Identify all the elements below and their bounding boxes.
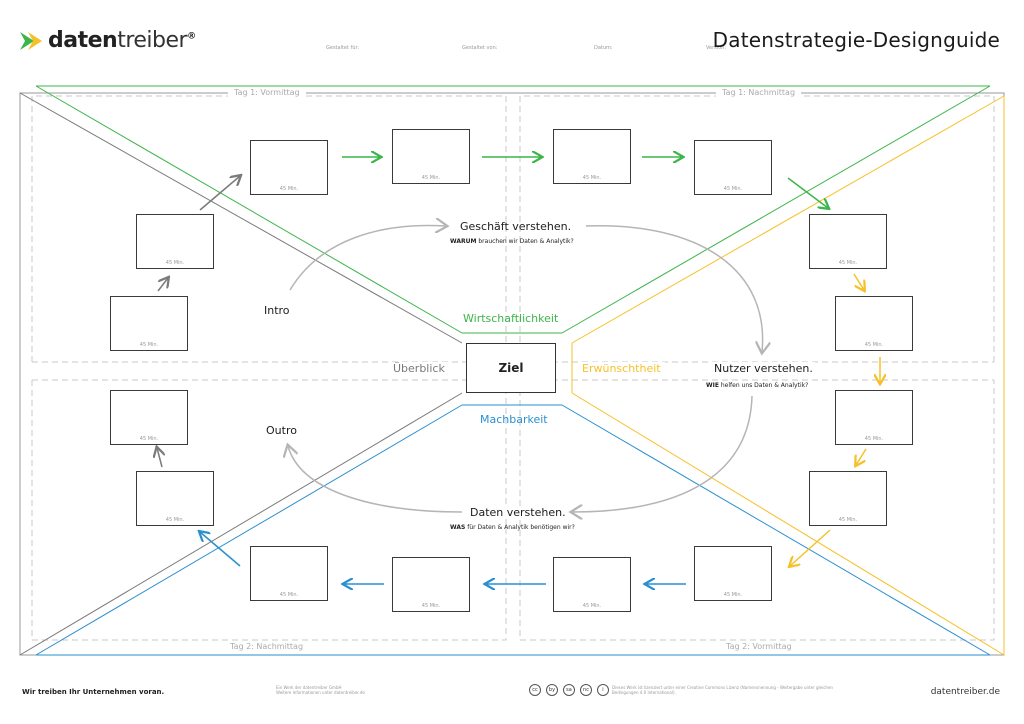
footer-slogan: Wir treiben Ihr Unternehmen voran. bbox=[22, 688, 165, 696]
session-duration: 45 Min. bbox=[723, 592, 743, 598]
brand-registered: ® bbox=[187, 31, 196, 42]
session-duration: 45 Min. bbox=[139, 436, 159, 442]
cc-by-icon: by bbox=[546, 684, 558, 696]
business-keyword: WARUM bbox=[450, 238, 477, 245]
goal-box[interactable]: Ziel bbox=[466, 343, 556, 393]
session-box[interactable]: 45 Min. bbox=[110, 390, 188, 445]
session-duration: 45 Min. bbox=[421, 603, 441, 609]
session-box[interactable]: 45 Min. bbox=[694, 546, 772, 601]
users-question: WIE helfen uns Daten & Analytik? bbox=[706, 382, 809, 389]
brand-suffix: treiber bbox=[117, 28, 188, 53]
session-duration: 45 Min. bbox=[723, 186, 743, 192]
footer-license: Dieses Werk ist lizenziert unter einer C… bbox=[612, 685, 833, 695]
session-box[interactable]: 45 Min. bbox=[553, 557, 631, 612]
feasibility-lines bbox=[35, 404, 991, 656]
meta-designed-for: Gestaltet für: bbox=[326, 45, 360, 51]
session-box[interactable]: 45 Min. bbox=[250, 140, 328, 195]
page-title: Datenstrategie-Designguide bbox=[712, 28, 1000, 52]
economy-lines bbox=[35, 85, 991, 334]
data-keyword: WAS bbox=[450, 524, 466, 531]
business-title: Geschäft verstehen. bbox=[460, 220, 572, 233]
session-duration: 45 Min. bbox=[864, 436, 884, 442]
footer-publisher-line: Ein Werk der datentreiber GmbH bbox=[276, 685, 342, 690]
tag-day1-morning: Tag 1: Vormittag bbox=[228, 88, 306, 97]
tag-day2-afternoon: Tag 2: Nachmittag bbox=[224, 642, 310, 651]
brand-prefix: daten bbox=[48, 28, 118, 53]
meta-designed-by: Gestaltet von: bbox=[462, 45, 498, 51]
session-duration: 45 Min. bbox=[838, 517, 858, 523]
data-question: WAS für Daten & Analytik benötigen wir? bbox=[450, 524, 575, 531]
goal-label: Ziel bbox=[498, 361, 524, 375]
users-question-text: helfen uns Daten & Analytik? bbox=[718, 382, 809, 389]
users-keyword: WIE bbox=[706, 382, 719, 389]
tag-day2-morning: Tag 2: Vormittag bbox=[720, 642, 798, 651]
footer-website-link[interactable]: datentreiber.de bbox=[930, 687, 1000, 697]
brand-logo[interactable]: datentreiber® bbox=[20, 28, 196, 53]
session-duration: 45 Min. bbox=[139, 342, 159, 348]
session-box[interactable]: 45 Min. bbox=[835, 390, 913, 445]
session-box[interactable]: 45 Min. bbox=[110, 296, 188, 351]
cc-sa-icon: sa bbox=[563, 684, 575, 696]
desirability-lines bbox=[571, 95, 1005, 656]
users-title: Nutzer verstehen. bbox=[712, 362, 815, 375]
flow-arrows bbox=[157, 157, 880, 584]
session-duration: 45 Min. bbox=[165, 517, 185, 523]
business-question-text: brauchen wir Daten & Analytik? bbox=[476, 238, 574, 245]
brand-mark-icon bbox=[20, 31, 42, 50]
session-box[interactable]: 45 Min. bbox=[835, 296, 913, 351]
session-duration: 45 Min. bbox=[582, 175, 602, 181]
session-duration: 45 Min. bbox=[165, 260, 185, 266]
info-icon: i bbox=[597, 684, 609, 696]
session-box[interactable]: 45 Min. bbox=[809, 471, 887, 526]
cycle-arrows bbox=[288, 225, 763, 512]
overview-lines bbox=[19, 92, 463, 656]
session-duration: 45 Min. bbox=[279, 592, 299, 598]
desirability-label: Erwünschtheit bbox=[578, 362, 665, 375]
data-question-text: für Daten & Analytik benötigen wir? bbox=[465, 524, 575, 531]
session-box[interactable]: 45 Min. bbox=[392, 129, 470, 184]
tag-day1-afternoon: Tag 1: Nachmittag bbox=[716, 88, 802, 97]
intro-label: Intro bbox=[264, 304, 290, 317]
economy-label: Wirtschaftlichkeit bbox=[463, 312, 559, 325]
brand-name: datentreiber® bbox=[48, 28, 196, 53]
session-duration: 45 Min. bbox=[279, 186, 299, 192]
session-box[interactable]: 45 Min. bbox=[553, 129, 631, 184]
cc-nc-icon: nc bbox=[580, 684, 592, 696]
footer-publisher: Ein Werk der datentreiber GmbH Weitere I… bbox=[276, 685, 386, 695]
session-box[interactable]: 45 Min. bbox=[694, 140, 772, 195]
overview-label: Überblick bbox=[389, 362, 449, 375]
session-duration: 45 Min. bbox=[582, 603, 602, 609]
data-title: Daten verstehen. bbox=[468, 506, 568, 519]
cc-icon: cc bbox=[529, 684, 541, 696]
session-box[interactable]: 45 Min. bbox=[250, 546, 328, 601]
outro-label: Outro bbox=[266, 424, 297, 437]
session-box[interactable]: 45 Min. bbox=[809, 214, 887, 269]
business-question: WARUM brauchen wir Daten & Analytik? bbox=[450, 238, 574, 245]
meta-version: Version: bbox=[706, 45, 727, 51]
session-duration: 45 Min. bbox=[421, 175, 441, 181]
session-duration: 45 Min. bbox=[864, 342, 884, 348]
session-duration: 45 Min. bbox=[838, 260, 858, 266]
session-box[interactable]: 45 Min. bbox=[136, 214, 214, 269]
footer-publisher-note: Weitere Informationen unter datentreiber… bbox=[276, 690, 365, 695]
meta-date: Datum: bbox=[594, 45, 613, 51]
session-box[interactable]: 45 Min. bbox=[136, 471, 214, 526]
feasibility-label: Machbarkeit bbox=[480, 413, 548, 426]
session-box[interactable]: 45 Min. bbox=[392, 557, 470, 612]
